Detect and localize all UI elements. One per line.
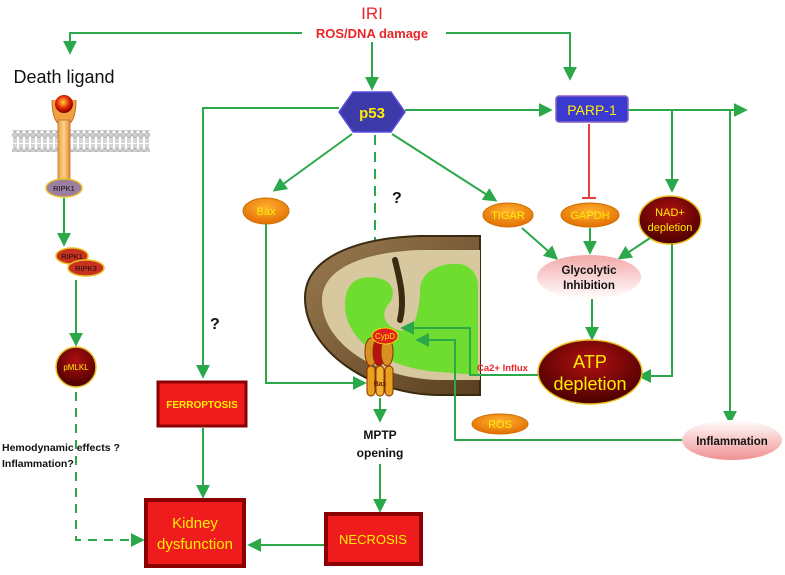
kidney-label-line1: Kidney xyxy=(172,515,218,532)
pmlkl-node xyxy=(55,346,97,388)
ros-node xyxy=(471,413,529,435)
necrosis-box xyxy=(324,512,423,566)
glyco-label-line1: Glycolytic xyxy=(562,265,618,277)
necrosis-label: NECROSIS xyxy=(339,532,407,547)
bax-label: Bax xyxy=(257,206,276,218)
death-ligand-ball xyxy=(55,95,73,113)
ca-influx-label: Ca2+ Influx xyxy=(477,363,529,374)
atp-label-line2: depletion xyxy=(553,374,626,394)
kidney-dysfunction-box xyxy=(144,498,246,568)
glyco-connectors xyxy=(521,227,673,383)
ripk1-node xyxy=(45,178,83,198)
death-ligand-label: Death ligand xyxy=(13,67,114,87)
atp-label-line1: ATP xyxy=(573,352,607,372)
mptp-label-line1: MPTP xyxy=(363,428,396,442)
nad-label-line1: NAD+ xyxy=(655,207,685,219)
bax-channel-label: Bax xyxy=(374,381,387,388)
iri-label: IRI xyxy=(361,4,383,23)
receptor-stem xyxy=(57,119,71,183)
ferroptosis-box xyxy=(156,380,248,428)
tigar-node xyxy=(482,202,534,228)
ros-dna-label: ROS/DNA damage xyxy=(316,26,428,41)
parp1-connectors xyxy=(628,103,748,425)
arrow-inflammation-cypd xyxy=(415,333,682,441)
gapdh-node xyxy=(560,202,620,228)
ros-label: ROS xyxy=(488,419,512,431)
p53-label: p53 xyxy=(359,105,385,122)
ferroptosis-label: FERROPTOSIS xyxy=(166,400,238,411)
ripk3-label: RIPK3 xyxy=(75,264,97,273)
arrow-bax-mito xyxy=(265,224,367,390)
question-mark-mito: ? xyxy=(392,190,402,207)
cypd-node xyxy=(371,327,399,345)
pmlkl-label: pMLKL xyxy=(63,363,89,372)
gapdh-label: GAPDH xyxy=(570,210,609,222)
top-connectors xyxy=(63,32,577,91)
mptp-label-line2: opening xyxy=(357,446,404,460)
ripk1b-label: RIPK1 xyxy=(61,252,83,261)
parp1-label: PARP-1 xyxy=(567,102,617,118)
p53-node xyxy=(338,91,406,133)
nad-label-line2: depletion xyxy=(648,222,693,234)
cell-membrane xyxy=(12,130,150,152)
cypd-label: CypD xyxy=(375,332,395,341)
dashed-pmlkl-kidney xyxy=(75,392,145,547)
hemodynamic-label: Hemodynamic effects ? xyxy=(2,442,120,454)
inflammation-question-label: Inflammation? xyxy=(2,458,74,470)
arrow-atp-cypd xyxy=(400,321,538,376)
kidney-label-line2: dysfunction xyxy=(157,536,233,553)
glyco-label-line2: Inhibition xyxy=(563,280,615,292)
nad-depletion-node xyxy=(638,195,702,245)
tigar-label: TIGAR xyxy=(491,210,525,222)
mptp-channel xyxy=(364,337,394,397)
ripk3-node xyxy=(67,259,105,277)
question-mark-ferroptosis: ? xyxy=(210,316,220,333)
ripk1-label: RIPK1 xyxy=(53,184,75,193)
glycolytic-inhibition-node xyxy=(537,255,641,299)
atp-depletion-node xyxy=(537,339,643,405)
inflammation-node xyxy=(682,420,782,460)
inflammation-label: Inflammation xyxy=(696,436,768,448)
